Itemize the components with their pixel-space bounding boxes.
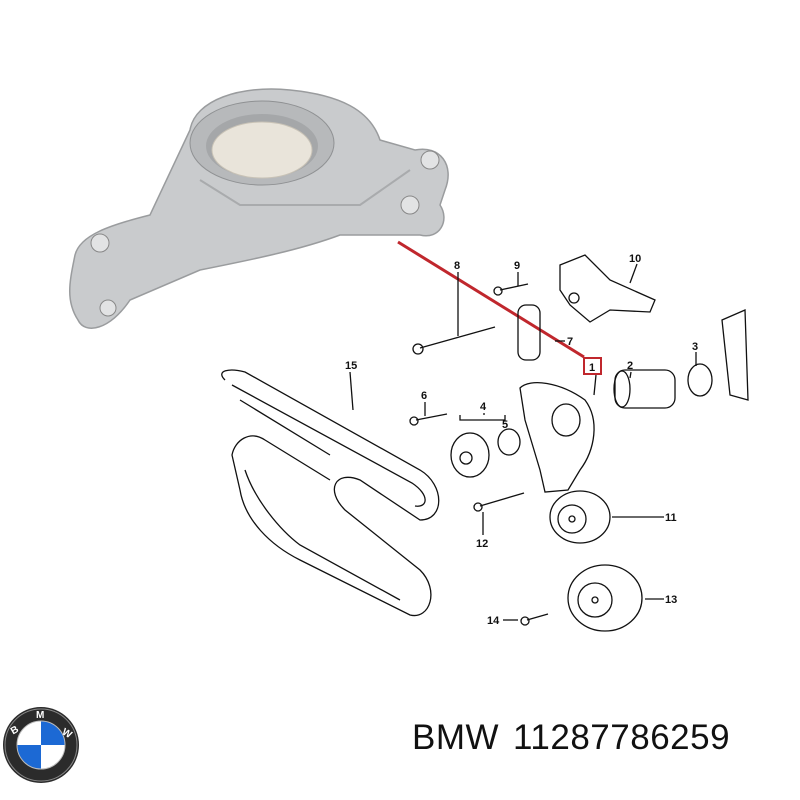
callout-4: 4 (480, 401, 487, 413)
part-photo (69, 88, 449, 329)
part-number: 11287786259 (513, 718, 731, 757)
svg-text:B: B (9, 724, 21, 737)
callout-12: 12 (476, 538, 488, 550)
callout-15: 15 (345, 360, 357, 372)
callout-8: 8 (454, 260, 460, 272)
brand-name: BMW (412, 718, 500, 757)
highlight-box (583, 357, 602, 375)
product-caption: BMW 11287786259 (412, 718, 744, 758)
callout-labels: 15 8 9 10 7 1 2 3 6 4 5 11 12 13 14 (345, 253, 698, 627)
callout-6: 6 (421, 390, 427, 402)
callout-1: 1 (589, 362, 595, 374)
bmw-logo: B M W (3, 707, 79, 783)
callout-13: 13 (665, 594, 677, 606)
callout-14: 14 (487, 615, 500, 627)
callout-9: 9 (514, 260, 520, 272)
callout-11: 11 (665, 512, 677, 524)
callout-2: 2 (627, 360, 633, 372)
exploded-diagram (221, 254, 749, 632)
callout-7: 7 (567, 336, 573, 348)
callout-3: 3 (692, 341, 698, 353)
callout-5: 5 (502, 419, 508, 431)
svg-text:M: M (36, 710, 44, 721)
highlight-pointer-line (397, 240, 585, 359)
callout-10: 10 (629, 253, 641, 265)
